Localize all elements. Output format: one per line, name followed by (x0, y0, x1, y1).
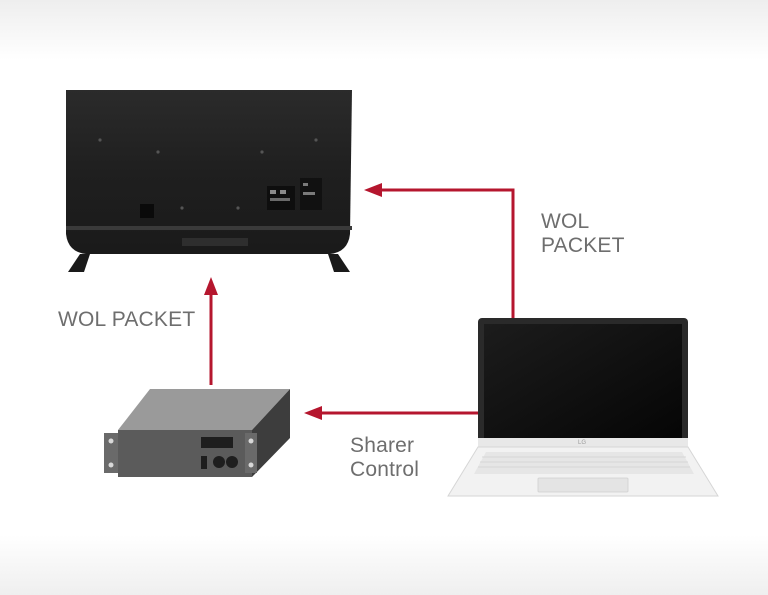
arrow-sharer-to-tv (204, 277, 218, 385)
wol-packet-label-right: WOL PACKET (541, 210, 661, 258)
wol-packet-label-right-line2: PACKET (541, 234, 625, 257)
arrow-laptop-to-tv (364, 183, 515, 318)
arrow-laptop-to-sharer (304, 406, 478, 420)
wol-packet-label-left: WOL PACKET (58, 308, 196, 331)
wol-packet-label-right-line1: WOL (541, 210, 590, 233)
sharer-control-label-line2: Control (350, 458, 420, 481)
laptop-icon (447, 318, 719, 497)
sharer-control-label-line1: Sharer (350, 434, 415, 457)
tv-back-icon (66, 90, 352, 272)
laptop-brand-logo: LG (578, 440, 586, 446)
sharer-control-label: Sharer Control (350, 434, 460, 482)
sharer-device-icon (104, 389, 290, 477)
